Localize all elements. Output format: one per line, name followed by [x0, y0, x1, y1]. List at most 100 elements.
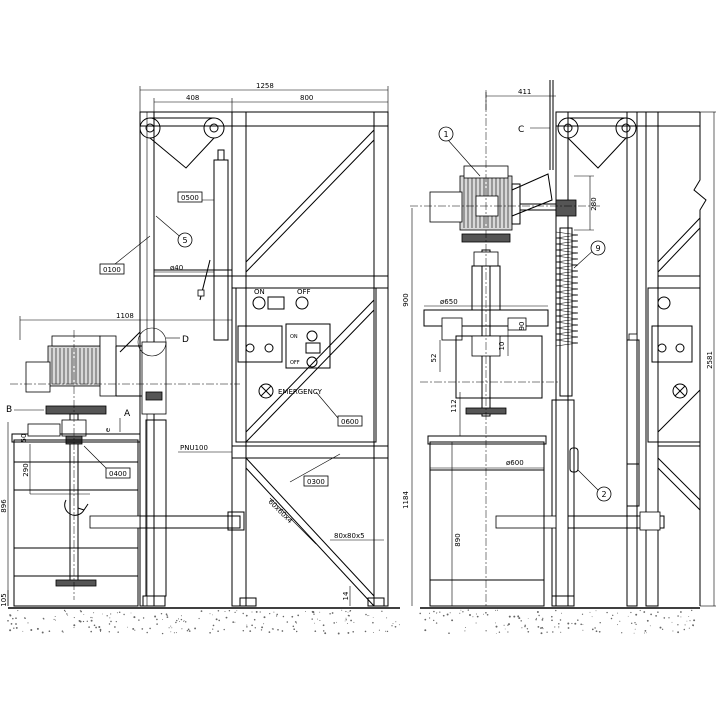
ground-texture-dot	[223, 628, 225, 631]
ground-texture-dot	[688, 615, 690, 617]
ground-texture-dot	[485, 611, 487, 614]
ground-texture-dot	[347, 611, 349, 613]
ground-texture-dot	[263, 616, 266, 619]
detail-line	[555, 270, 579, 275]
detail-d: D	[182, 335, 189, 345]
ground-texture-dot	[537, 626, 540, 628]
ground-texture-dot	[644, 630, 647, 632]
ground-texture-dot	[329, 612, 331, 615]
dimension-lines	[7, 86, 716, 607]
ground-texture-dot	[495, 625, 498, 628]
ground-texture-dot	[173, 632, 175, 634]
ground-texture-dot	[582, 623, 584, 625]
ground-texture-dot	[341, 609, 343, 611]
ground-texture-dot	[73, 627, 75, 629]
ground-texture-dot	[436, 611, 438, 613]
label-80x80x5: 80x80x5	[334, 532, 365, 540]
ground-texture-dot	[433, 619, 435, 622]
ground-texture-dot	[141, 628, 144, 630]
ground-texture-dot	[508, 615, 511, 618]
ground-texture-dot	[176, 619, 178, 622]
ground-texture-dot	[476, 615, 479, 618]
detail-line	[555, 297, 579, 302]
view-c: C	[518, 125, 524, 135]
ground-texture-dot	[138, 619, 140, 621]
detail-line	[555, 321, 579, 326]
ground-texture-dot	[67, 614, 69, 616]
ground-texture-dot	[118, 611, 121, 614]
ground-texture-dot	[242, 629, 245, 632]
dim-10: 10	[498, 342, 506, 351]
ground-texture-dot	[54, 615, 56, 618]
ground-texture-dot	[102, 613, 103, 615]
ground-texture-dot	[692, 625, 694, 627]
ground-texture-dot	[80, 610, 82, 613]
detail-line	[555, 255, 579, 260]
ground-texture-dot	[224, 610, 226, 613]
ground-texture-dot	[331, 612, 334, 614]
detail-line	[555, 294, 579, 299]
ground-texture-dot	[166, 614, 168, 617]
ground-texture-dot	[680, 611, 682, 613]
ground-texture-dot	[10, 623, 13, 625]
ground-texture-dot	[627, 615, 629, 617]
ground-texture-dot	[349, 609, 352, 612]
detail-line	[555, 288, 579, 293]
ground-texture-dot	[643, 611, 646, 613]
ground-texture-dot	[364, 630, 367, 633]
ground-texture-dot	[385, 630, 387, 632]
ground-texture-dot	[311, 618, 313, 620]
ground-texture-dot	[183, 620, 184, 622]
ground-texture-dot	[526, 628, 529, 630]
ground-texture-dot	[691, 609, 693, 612]
left-frame	[139, 111, 389, 607]
ground-texture-dot	[317, 618, 319, 620]
ground-texture-dot	[495, 622, 496, 624]
ground-texture-dot	[524, 625, 526, 628]
ground-texture-dot	[209, 631, 211, 634]
dim-105: 105	[0, 593, 8, 606]
ground-texture-dot	[108, 631, 111, 633]
ground-texture-dot	[15, 617, 17, 620]
ground-texture-dot	[9, 629, 12, 632]
ground-texture-dot	[297, 614, 300, 617]
dim-280: 280	[590, 197, 598, 210]
label-emergency: EMERGENCY	[278, 388, 323, 396]
label-60x60x4: 60x60x4	[267, 498, 295, 526]
dim-90: 90	[518, 322, 526, 331]
ground-texture-dot	[521, 627, 523, 629]
ground-texture-dot	[540, 627, 542, 629]
ground-texture-dot	[73, 617, 75, 619]
ground-texture-dot	[242, 612, 244, 615]
ground-texture-dot	[567, 622, 570, 625]
ground-texture-dot	[346, 623, 348, 624]
ground-texture-dot	[459, 612, 461, 614]
ground-texture-dot	[464, 627, 466, 628]
ground-texture-dot	[395, 621, 397, 623]
ground-texture-dot	[286, 621, 289, 623]
ground-texture-dot	[123, 613, 125, 616]
ground-texture-dot	[198, 617, 200, 620]
ground-texture-dot	[295, 622, 298, 624]
ground-texture-dot	[322, 630, 325, 632]
ground-texture-dot	[345, 619, 347, 621]
ground-texture-dot	[495, 633, 497, 634]
ground-texture-dot	[643, 632, 645, 634]
ground-texture-dot	[386, 630, 389, 633]
ground-texture-dot	[635, 623, 637, 626]
ground-texture-dot	[498, 631, 501, 633]
dim-411: 411	[518, 88, 531, 96]
ground-texture-dot	[668, 617, 670, 619]
ground-texture-dot	[378, 629, 380, 631]
ground-texture-dot	[347, 631, 350, 634]
ground-texture-dot	[630, 611, 632, 614]
ground-texture-dot	[79, 609, 81, 611]
ground-texture-dot	[561, 612, 562, 614]
ground-texture-dot	[591, 628, 594, 631]
ground-texture-dot	[496, 609, 498, 611]
ground-texture-dot	[132, 627, 135, 630]
ground-texture-dot	[73, 624, 76, 627]
ground-texture-dot	[595, 610, 597, 612]
ground-texture-dot	[215, 618, 218, 621]
ground-texture-dot	[646, 619, 649, 622]
